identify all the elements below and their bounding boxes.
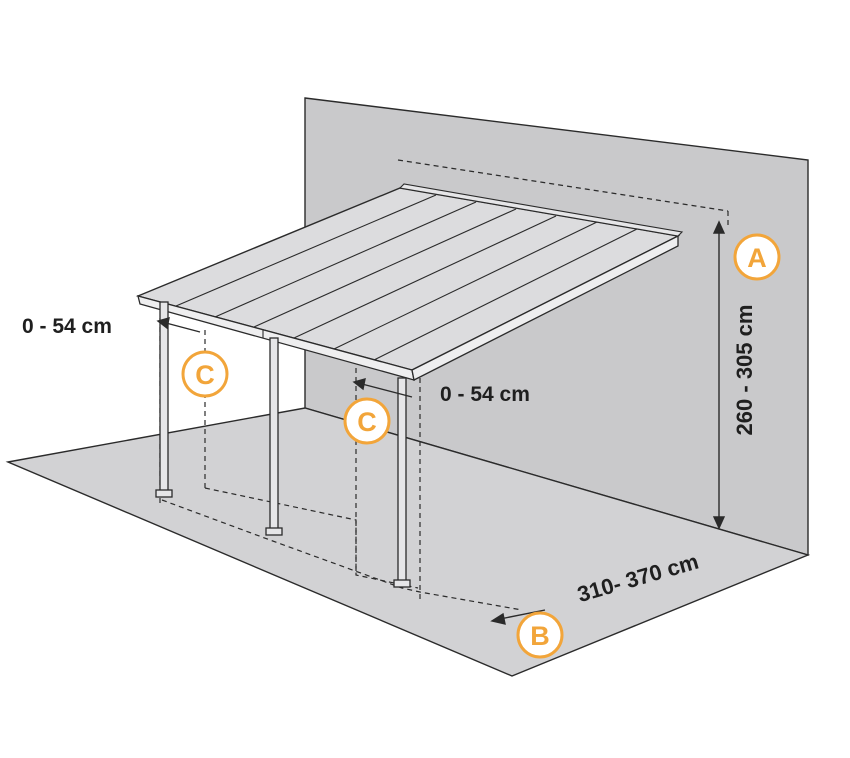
roof-side-gutter [411,234,679,381]
roof-panel-seams [175,194,638,361]
post-base-right [393,579,411,588]
height-dimension [712,220,726,530]
post-base-left [155,489,173,498]
marker-c-right-letter: C [357,407,377,437]
marker-a-letter: A [747,243,767,273]
overhang-arrows [156,317,413,398]
support-posts [155,301,411,588]
marker-c-right: C [343,397,391,445]
roof [135,183,684,381]
marker-a: A [733,233,781,281]
post-base-middle [265,527,283,536]
height-label: 260 - 305 cm [732,305,757,436]
overhang-right-label: 0 - 54 cm [440,383,530,406]
ground-floor [5,407,811,677]
post-left [159,301,169,495]
post-middle [269,337,279,533]
marker-c-left: C [181,350,229,398]
post-right [397,377,407,583]
marker-c-left-letter: C [195,360,215,390]
marker-b-letter: B [530,621,550,651]
depth-dimension [490,609,546,625]
wall-bracket [398,183,684,237]
marker-b: B [516,611,564,659]
overhang-left-label: 0 - 54 cm [22,315,112,338]
